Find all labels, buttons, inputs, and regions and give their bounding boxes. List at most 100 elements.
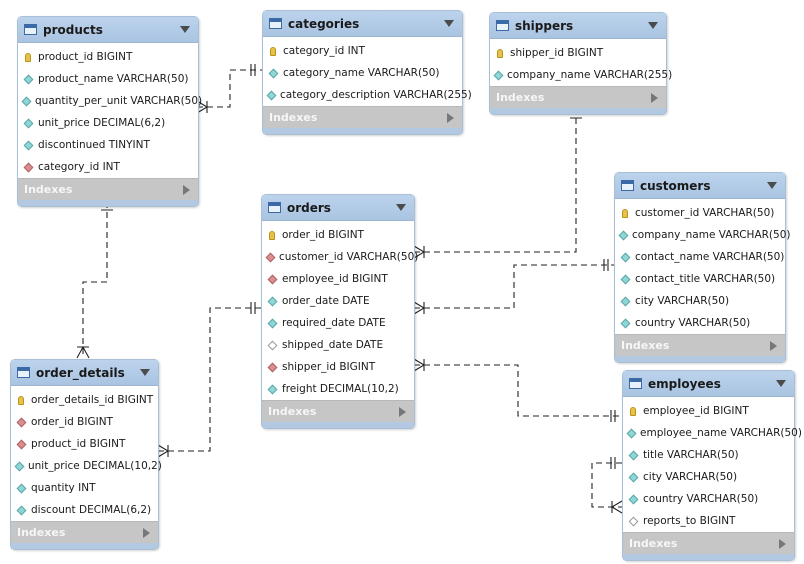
expand-arrow-icon[interactable] [779, 538, 786, 549]
column-row[interactable]: employee_id BIGINT [262, 268, 414, 290]
table-footer [11, 543, 158, 549]
collapse-arrow-icon[interactable] [648, 22, 658, 29]
table-header[interactable]: categories [263, 11, 462, 37]
indexes-section[interactable]: Indexes [18, 178, 198, 200]
column-icon-slot [628, 450, 638, 460]
column-label: product_id BIGINT [38, 51, 133, 63]
indexes-section[interactable]: Indexes [615, 334, 785, 356]
column-icon [618, 230, 629, 240]
column-row[interactable]: contact_title VARCHAR(50) [615, 268, 785, 290]
column-row[interactable]: category_name VARCHAR(50) [263, 62, 462, 84]
expand-arrow-icon[interactable] [770, 340, 777, 351]
indexes-section[interactable]: Indexes [490, 86, 666, 108]
column-label: unit_price DECIMAL(6,2) [38, 117, 166, 129]
column-row[interactable]: unit_price DECIMAL(6,2) [18, 112, 198, 134]
table-categories[interactable]: categories category_id INT category_name V… [262, 10, 472, 135]
column-icon-slot [265, 252, 276, 262]
column-row[interactable]: shipper_id BIGINT [490, 42, 666, 64]
primary-key-icon [497, 48, 503, 58]
column-row[interactable]: customer_id VARCHAR(50) [615, 202, 785, 224]
indexes-section[interactable]: Indexes [623, 532, 794, 554]
foreign-key-column-icon [267, 274, 277, 284]
column-label: order_details_id BIGINT [31, 394, 154, 406]
primary-key-icon [270, 46, 276, 56]
collapse-arrow-icon[interactable] [396, 204, 406, 211]
expand-arrow-icon[interactable] [143, 527, 150, 538]
column-row[interactable]: unit_price DECIMAL(10,2) [11, 455, 162, 477]
column-row[interactable]: contact_name VARCHAR(50) [615, 246, 785, 268]
table-header[interactable]: products [18, 17, 198, 43]
column-row[interactable]: country VARCHAR(50) [623, 488, 794, 510]
table-header[interactable]: customers [615, 173, 785, 199]
column-row[interactable]: order_id BIGINT [11, 411, 158, 433]
column-icon-slot [268, 46, 278, 56]
column-row[interactable]: shipper_id BIGINT [262, 356, 414, 378]
column-label: order_date DATE [282, 295, 370, 307]
column-icon [267, 318, 277, 328]
column-row[interactable]: required_date DATE [262, 312, 414, 334]
column-icon-slot [267, 362, 277, 372]
column-row[interactable]: order_details_id BIGINT [11, 389, 158, 411]
table-header[interactable]: order_details [11, 360, 158, 386]
column-row[interactable]: quantity_per_unit VARCHAR(50) [18, 90, 202, 112]
column-icon-slot [267, 384, 277, 394]
expand-arrow-icon[interactable] [447, 112, 454, 123]
column-row[interactable]: product_name VARCHAR(50) [18, 68, 198, 90]
column-row[interactable]: order_id BIGINT [262, 224, 414, 246]
column-row[interactable]: company_name VARCHAR(255) [490, 64, 672, 86]
column-row[interactable]: title VARCHAR(50) [623, 444, 794, 466]
column-row[interactable]: reports_to BIGINT [623, 510, 794, 532]
column-label: quantity_per_unit VARCHAR(50) [35, 95, 203, 107]
column-row[interactable]: product_id BIGINT [18, 46, 198, 68]
column-row[interactable]: country VARCHAR(50) [615, 312, 785, 334]
column-icon [268, 68, 278, 78]
column-row[interactable]: product_id BIGINT [11, 433, 158, 455]
table-products[interactable]: products product_id BIGINT product_name VA… [17, 16, 202, 207]
column-label: category_name VARCHAR(50) [283, 67, 440, 79]
column-row[interactable]: city VARCHAR(50) [623, 466, 794, 488]
column-row[interactable]: customer_id VARCHAR(50) [262, 246, 418, 268]
column-icon-slot [266, 90, 277, 100]
column-row[interactable]: quantity INT [11, 477, 158, 499]
column-icon-slot [16, 439, 26, 449]
column-row[interactable]: discount DECIMAL(6,2) [11, 499, 158, 521]
expand-arrow-icon[interactable] [651, 92, 658, 103]
column-row[interactable]: employee_name VARCHAR(50) [623, 422, 802, 444]
column-row[interactable]: category_description VARCHAR(255) [263, 84, 472, 106]
column-icon-slot [267, 318, 277, 328]
expand-arrow-icon[interactable] [183, 184, 190, 195]
table-customers[interactable]: customers customer_id VARCHAR(50)company_… [614, 172, 790, 363]
column-row[interactable]: company_name VARCHAR(50) [615, 224, 790, 246]
nullable-column-icon [267, 340, 277, 350]
collapse-arrow-icon[interactable] [776, 380, 786, 387]
collapse-arrow-icon[interactable] [140, 369, 150, 376]
column-row[interactable]: employee_id BIGINT [623, 400, 794, 422]
column-row[interactable]: discontinued TINYINT [18, 134, 198, 156]
column-icon-slot [267, 230, 277, 240]
indexes-section[interactable]: Indexes [263, 106, 462, 128]
column-label: category_id INT [283, 45, 365, 57]
column-icon-slot [267, 274, 277, 284]
table-order-details[interactable]: order_details order_details_id BIGINT orde… [10, 359, 162, 550]
table-header[interactable]: employees [623, 371, 794, 397]
column-row[interactable]: freight DECIMAL(10,2) [262, 378, 414, 400]
indexes-section[interactable]: Indexes [262, 400, 414, 422]
column-icon [21, 96, 32, 106]
table-header[interactable]: orders [262, 195, 414, 221]
column-row[interactable]: city VARCHAR(50) [615, 290, 785, 312]
table-icon [496, 20, 509, 31]
collapse-arrow-icon[interactable] [180, 26, 190, 33]
column-row[interactable]: shipped_date DATE [262, 334, 414, 356]
column-row[interactable]: category_id INT [18, 156, 198, 178]
column-row[interactable]: category_id INT [263, 40, 462, 62]
table-header[interactable]: shippers [490, 13, 666, 39]
column-row[interactable]: order_date DATE [262, 290, 414, 312]
expand-arrow-icon[interactable] [399, 406, 406, 417]
column-icon [14, 461, 25, 471]
indexes-section[interactable]: Indexes [11, 521, 158, 543]
collapse-arrow-icon[interactable] [444, 20, 454, 27]
collapse-arrow-icon[interactable] [767, 182, 777, 189]
